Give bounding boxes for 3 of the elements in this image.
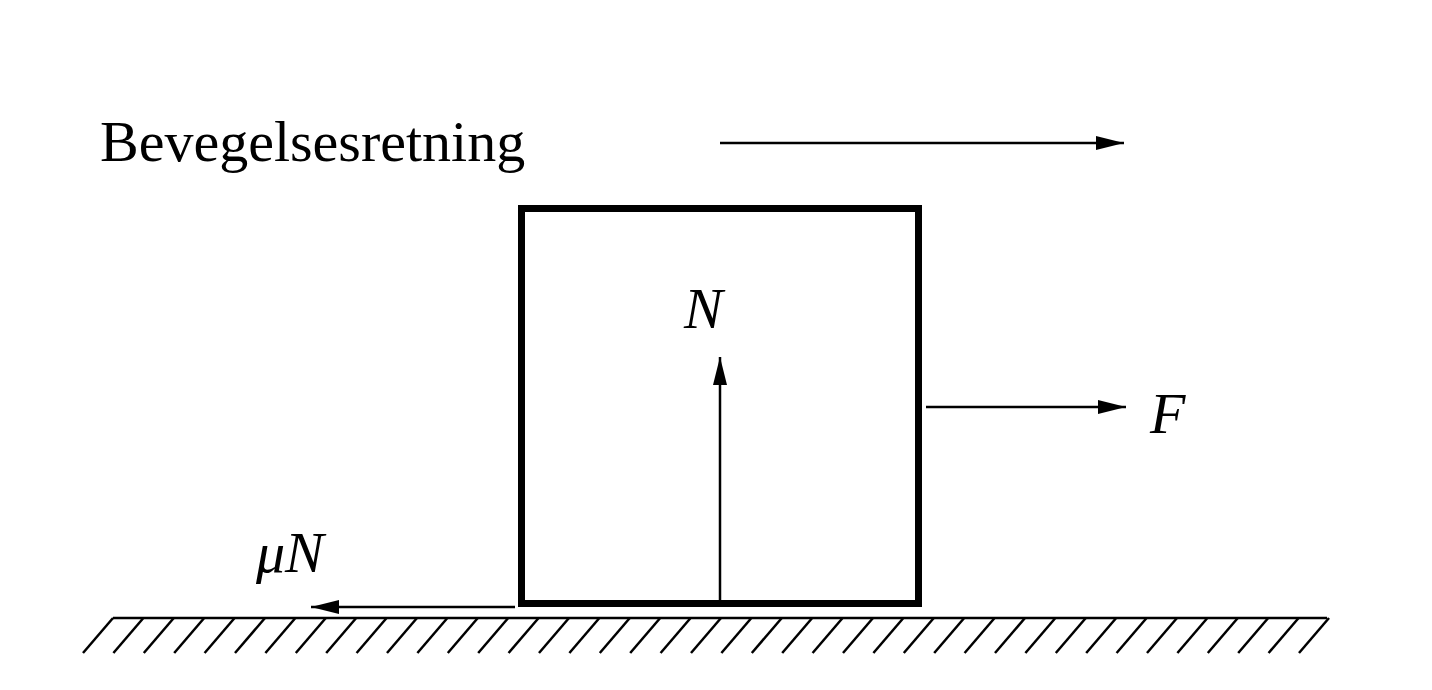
block [518,205,922,607]
force-label: F [1150,385,1186,443]
direction-label: Bevegelsesretning [100,113,526,171]
